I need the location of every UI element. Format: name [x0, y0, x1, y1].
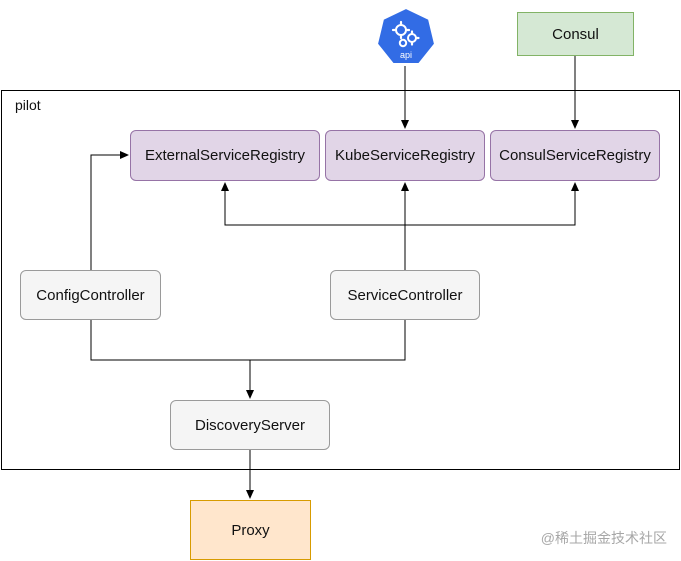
- config-controller-node: ConfigController: [20, 270, 161, 320]
- consul-node-label: Consul: [552, 25, 599, 43]
- edge-bus-to-consul-registry: [405, 182, 579, 226]
- config-controller-label: ConfigController: [36, 286, 145, 304]
- discovery-server-node: DiscoveryServer: [170, 400, 330, 450]
- pilot-container-label: pilot: [15, 97, 41, 113]
- consul-service-registry-node: ConsulServiceRegistry: [490, 130, 660, 181]
- consul-node: Consul: [517, 12, 634, 56]
- edge-service-to-discovery: [250, 320, 406, 361]
- watermark: @稀土掘金技术社区: [540, 530, 667, 546]
- service-controller-label: ServiceController: [347, 286, 463, 304]
- service-controller-node: ServiceController: [330, 270, 480, 320]
- external-service-registry-label: ExternalServiceRegistry: [144, 147, 306, 164]
- proxy-label: Proxy: [231, 521, 270, 539]
- edge-config-to-discovery: [90, 320, 250, 361]
- consul-service-registry-label: ConsulServiceRegistry: [499, 147, 651, 164]
- kube-service-registry-node: KubeServiceRegistry: [325, 130, 485, 181]
- kubernetes-api-icon: api: [374, 6, 438, 68]
- api-icon-label: api: [400, 50, 412, 60]
- edge-bus-to-external-registry: [221, 182, 405, 226]
- kube-service-registry-label: KubeServiceRegistry: [334, 147, 476, 164]
- edge-config-to-external-registry: [90, 151, 129, 270]
- proxy-node: Proxy: [190, 500, 311, 560]
- external-service-registry-node: ExternalServiceRegistry: [130, 130, 320, 181]
- discovery-server-label: DiscoveryServer: [194, 416, 306, 434]
